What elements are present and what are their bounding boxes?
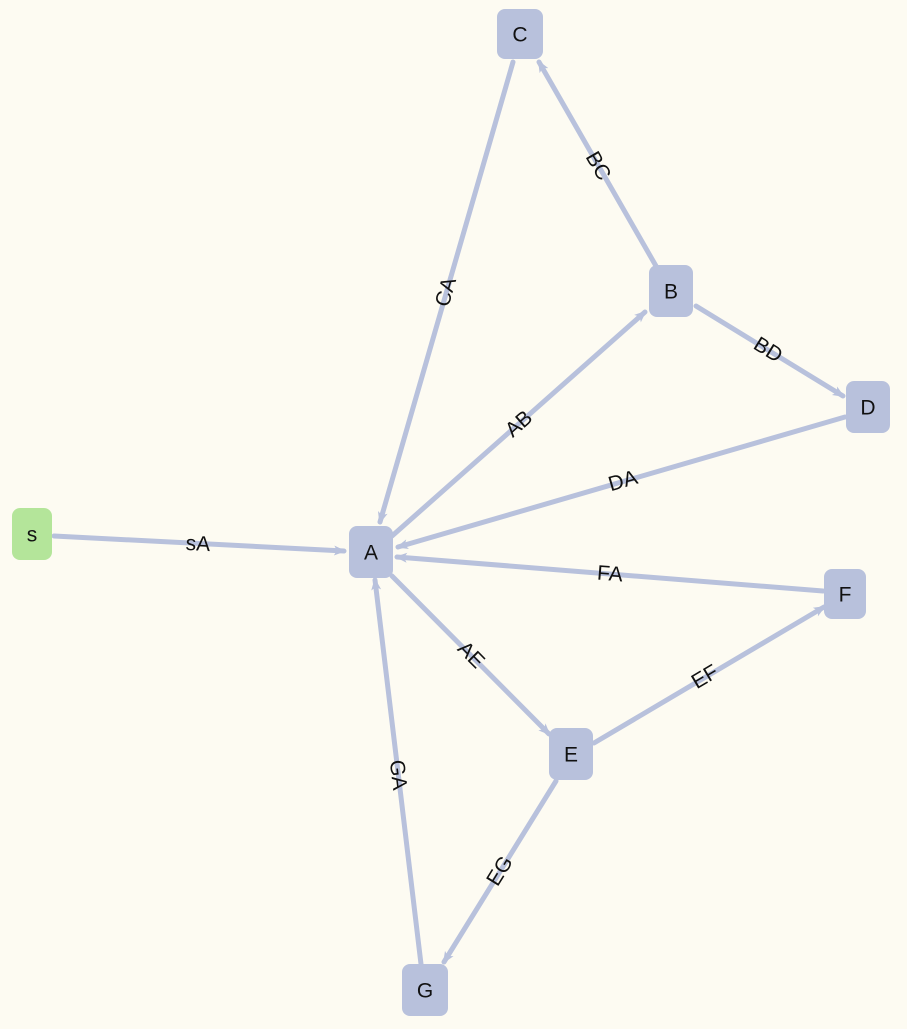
edge-label-BC: BC	[581, 148, 615, 185]
edge-line-sA	[51, 533, 347, 556]
node-box-s[interactable]	[12, 508, 52, 560]
edge-line-EG	[441, 778, 559, 965]
edge-line-BC	[536, 59, 659, 269]
edge-AE: AE	[389, 573, 552, 737]
edge-label-EF: EF	[688, 660, 723, 693]
edge-sA: sA	[51, 532, 347, 556]
edge-line-AE	[389, 573, 552, 737]
edge-line-FA	[394, 552, 826, 594]
node-G[interactable]: G	[402, 964, 448, 1016]
edge-GA: GA	[371, 577, 424, 967]
node-F[interactable]: F	[824, 569, 866, 619]
edge-DA: DA	[395, 414, 848, 550]
edge-FA: FA	[394, 552, 826, 594]
edges-layer: sA CA BC A B BD DA FA AE EF EG GA	[51, 59, 848, 967]
node-B[interactable]: B	[649, 265, 693, 317]
node-A[interactable]: A	[349, 526, 393, 578]
edge-line-AB	[389, 309, 648, 539]
node-box-D[interactable]	[846, 381, 890, 433]
edge-EF: EF	[591, 604, 827, 746]
node-box-G[interactable]	[402, 964, 448, 1016]
node-label-G: G	[417, 980, 433, 1003]
node-D[interactable]: D	[846, 381, 890, 433]
node-label-D: D	[860, 397, 875, 420]
edge-label-DA: DA	[606, 466, 640, 496]
node-s[interactable]: s	[12, 508, 52, 560]
node-label-E: E	[564, 744, 578, 767]
edge-BD: BD	[693, 303, 846, 399]
edge-label-sA: sA	[185, 532, 211, 556]
edge-line-BD	[693, 303, 846, 399]
node-label-A: A	[364, 542, 378, 565]
edge-CA: CA	[377, 59, 516, 525]
node-box-A[interactable]	[349, 526, 393, 578]
edge-BC: BC	[536, 59, 659, 269]
node-box-C[interactable]	[497, 9, 543, 59]
node-box-F[interactable]	[824, 569, 866, 619]
edge-label-FA: FA	[596, 562, 623, 587]
edge-line-GA	[371, 577, 424, 967]
edge-label-EG: EG	[482, 852, 518, 890]
edge-line-DA	[395, 414, 848, 550]
node-box-E[interactable]	[549, 728, 593, 780]
node-E[interactable]: E	[549, 728, 593, 780]
node-label-B: B	[664, 281, 678, 304]
node-label-s: s	[27, 524, 38, 547]
node-label-C: C	[512, 24, 527, 47]
edge-label-GA: GA	[385, 759, 411, 792]
node-C[interactable]: C	[497, 9, 543, 59]
node-label-F: F	[839, 584, 852, 607]
edge-label-CA: CA	[431, 275, 461, 309]
edge-line-EF	[591, 604, 827, 746]
edge-label-BD: BD	[750, 333, 787, 368]
edge-line-CA	[377, 59, 516, 525]
node-box-B[interactable]	[649, 265, 693, 317]
edge-EG: EG	[441, 778, 559, 965]
